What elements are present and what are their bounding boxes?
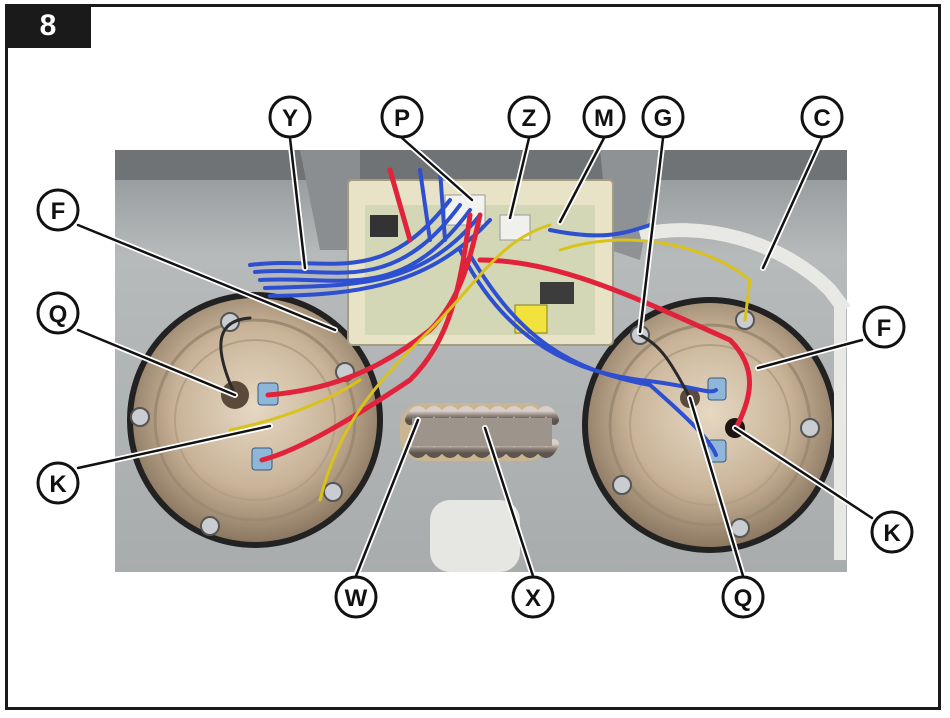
- callout-label-M: M: [594, 105, 614, 132]
- callout-label-Q-right: Q: [734, 585, 753, 612]
- callout-label-W: W: [345, 585, 368, 612]
- callout-M: M: [582, 95, 626, 139]
- step-number-badge: 8: [5, 4, 91, 48]
- callout-label-X: X: [525, 585, 541, 612]
- figure-frame: [5, 4, 941, 710]
- callout-label-C: C: [813, 105, 830, 132]
- right-heating-element: [582, 297, 838, 553]
- callout-label-K-left: K: [49, 471, 67, 498]
- left-heating-element: [127, 292, 383, 548]
- callout-C: C: [800, 95, 844, 139]
- callout-K-left: K: [36, 461, 80, 505]
- callout-label-F-right: F: [877, 315, 892, 342]
- callout-X: X: [511, 575, 555, 619]
- leader-lines-inner: [76, 136, 874, 578]
- callout-label-P: P: [394, 105, 410, 132]
- callout-label-Z: Z: [522, 105, 537, 132]
- callout-label-F-left: F: [51, 198, 66, 225]
- callout-F-left: F: [36, 188, 80, 232]
- callout-P: P: [380, 95, 424, 139]
- callout-label-K-right: K: [883, 520, 901, 547]
- callout-label-Y: Y: [282, 105, 298, 132]
- callout-Z: Z: [507, 95, 551, 139]
- callout-K-right: K: [870, 510, 914, 554]
- wiring: [219, 167, 752, 502]
- callout-G: G: [641, 95, 685, 139]
- callout-Q-left: Q: [36, 291, 80, 335]
- callout-label-Q-left: Q: [49, 301, 68, 328]
- coil-element: [400, 403, 559, 461]
- callout-F-right: F: [862, 305, 906, 349]
- callout-W: W: [334, 575, 378, 619]
- callout-Q-right: Q: [721, 575, 765, 619]
- callout-Y: Y: [268, 95, 312, 139]
- callout-label-G: G: [654, 105, 673, 132]
